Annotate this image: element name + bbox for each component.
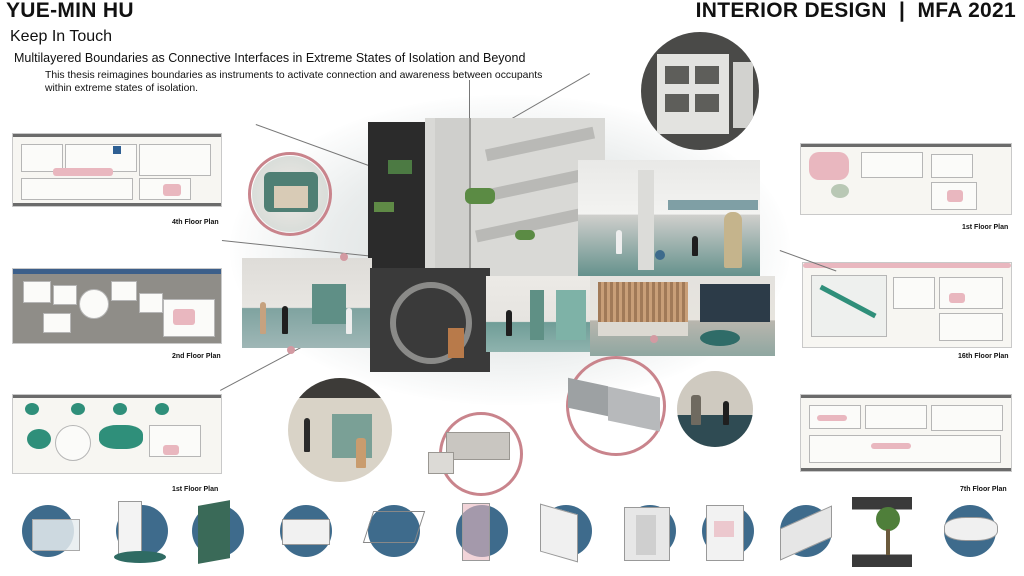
- diagram-room-section: [274, 501, 334, 567]
- diagram-tree-atrium: [852, 497, 912, 567]
- spiral-stair-render: [370, 268, 490, 372]
- plan-label-1st-left: 1st Floor Plan: [172, 486, 219, 493]
- floor-plan-7th: [800, 394, 1012, 472]
- accent-ring: [248, 152, 332, 236]
- diagram-tower-massing: [110, 501, 170, 567]
- diagram-glass-enclosure: [16, 501, 80, 567]
- partition-model-vignette: [428, 432, 514, 474]
- dot-marker: [340, 253, 348, 261]
- dot-marker: [650, 335, 658, 343]
- residential-units-vignette: [641, 32, 759, 150]
- plan-label-1st-right: 1st Floor Plan: [962, 224, 1009, 231]
- plan-label-7th: 7th Floor Plan: [960, 486, 1007, 493]
- project-subtitle: Multilayered Boundaries as Connective In…: [14, 51, 526, 65]
- accent-ring: [566, 356, 666, 456]
- author-name: YUE-MIN HU: [6, 0, 134, 22]
- project-abstract: This thesis reimagines boundaries as ins…: [45, 70, 543, 94]
- screen-panel-vignette: [568, 372, 664, 436]
- floor-plan-4th: [12, 133, 222, 207]
- tower-core-render: [368, 122, 430, 270]
- lobby-render: [578, 160, 760, 280]
- diagram-folded-panels: [534, 501, 594, 567]
- workspace-vignette: [288, 378, 392, 482]
- program-title: INTERIOR DESIGN | MFA 2021: [695, 0, 1016, 22]
- diagram-platform-frame: [362, 501, 426, 567]
- diagram-seating-pod: [938, 501, 998, 567]
- floor-plan-16th: [802, 262, 1012, 348]
- seating-pod-vignette: [252, 156, 328, 232]
- corridor-render: [242, 258, 372, 348]
- diagram-door-frame: [618, 501, 678, 567]
- diagram-green-partition: [186, 500, 246, 567]
- plan-label-4th: 4th Floor Plan: [172, 219, 219, 226]
- dot-marker: [655, 250, 665, 260]
- reception-render: [590, 276, 775, 356]
- plan-label-16th: 16th Floor Plan: [958, 353, 1009, 360]
- atrium-stairs-render: [425, 118, 605, 278]
- dot-marker: [287, 346, 295, 354]
- diagram-spiral-stair: [450, 501, 510, 567]
- cafe-render: [486, 276, 591, 352]
- floor-plan-1st-right: [800, 143, 1012, 215]
- project-title: Keep In Touch: [10, 28, 113, 45]
- diagram-stair-core: [696, 501, 756, 567]
- plan-label-2nd: 2nd Floor Plan: [172, 353, 221, 360]
- diagram-angled-wall: [774, 501, 834, 567]
- floor-plan-1st-left: [12, 394, 222, 474]
- floor-plan-2nd: [12, 268, 222, 344]
- meeting-vignette: [677, 371, 753, 447]
